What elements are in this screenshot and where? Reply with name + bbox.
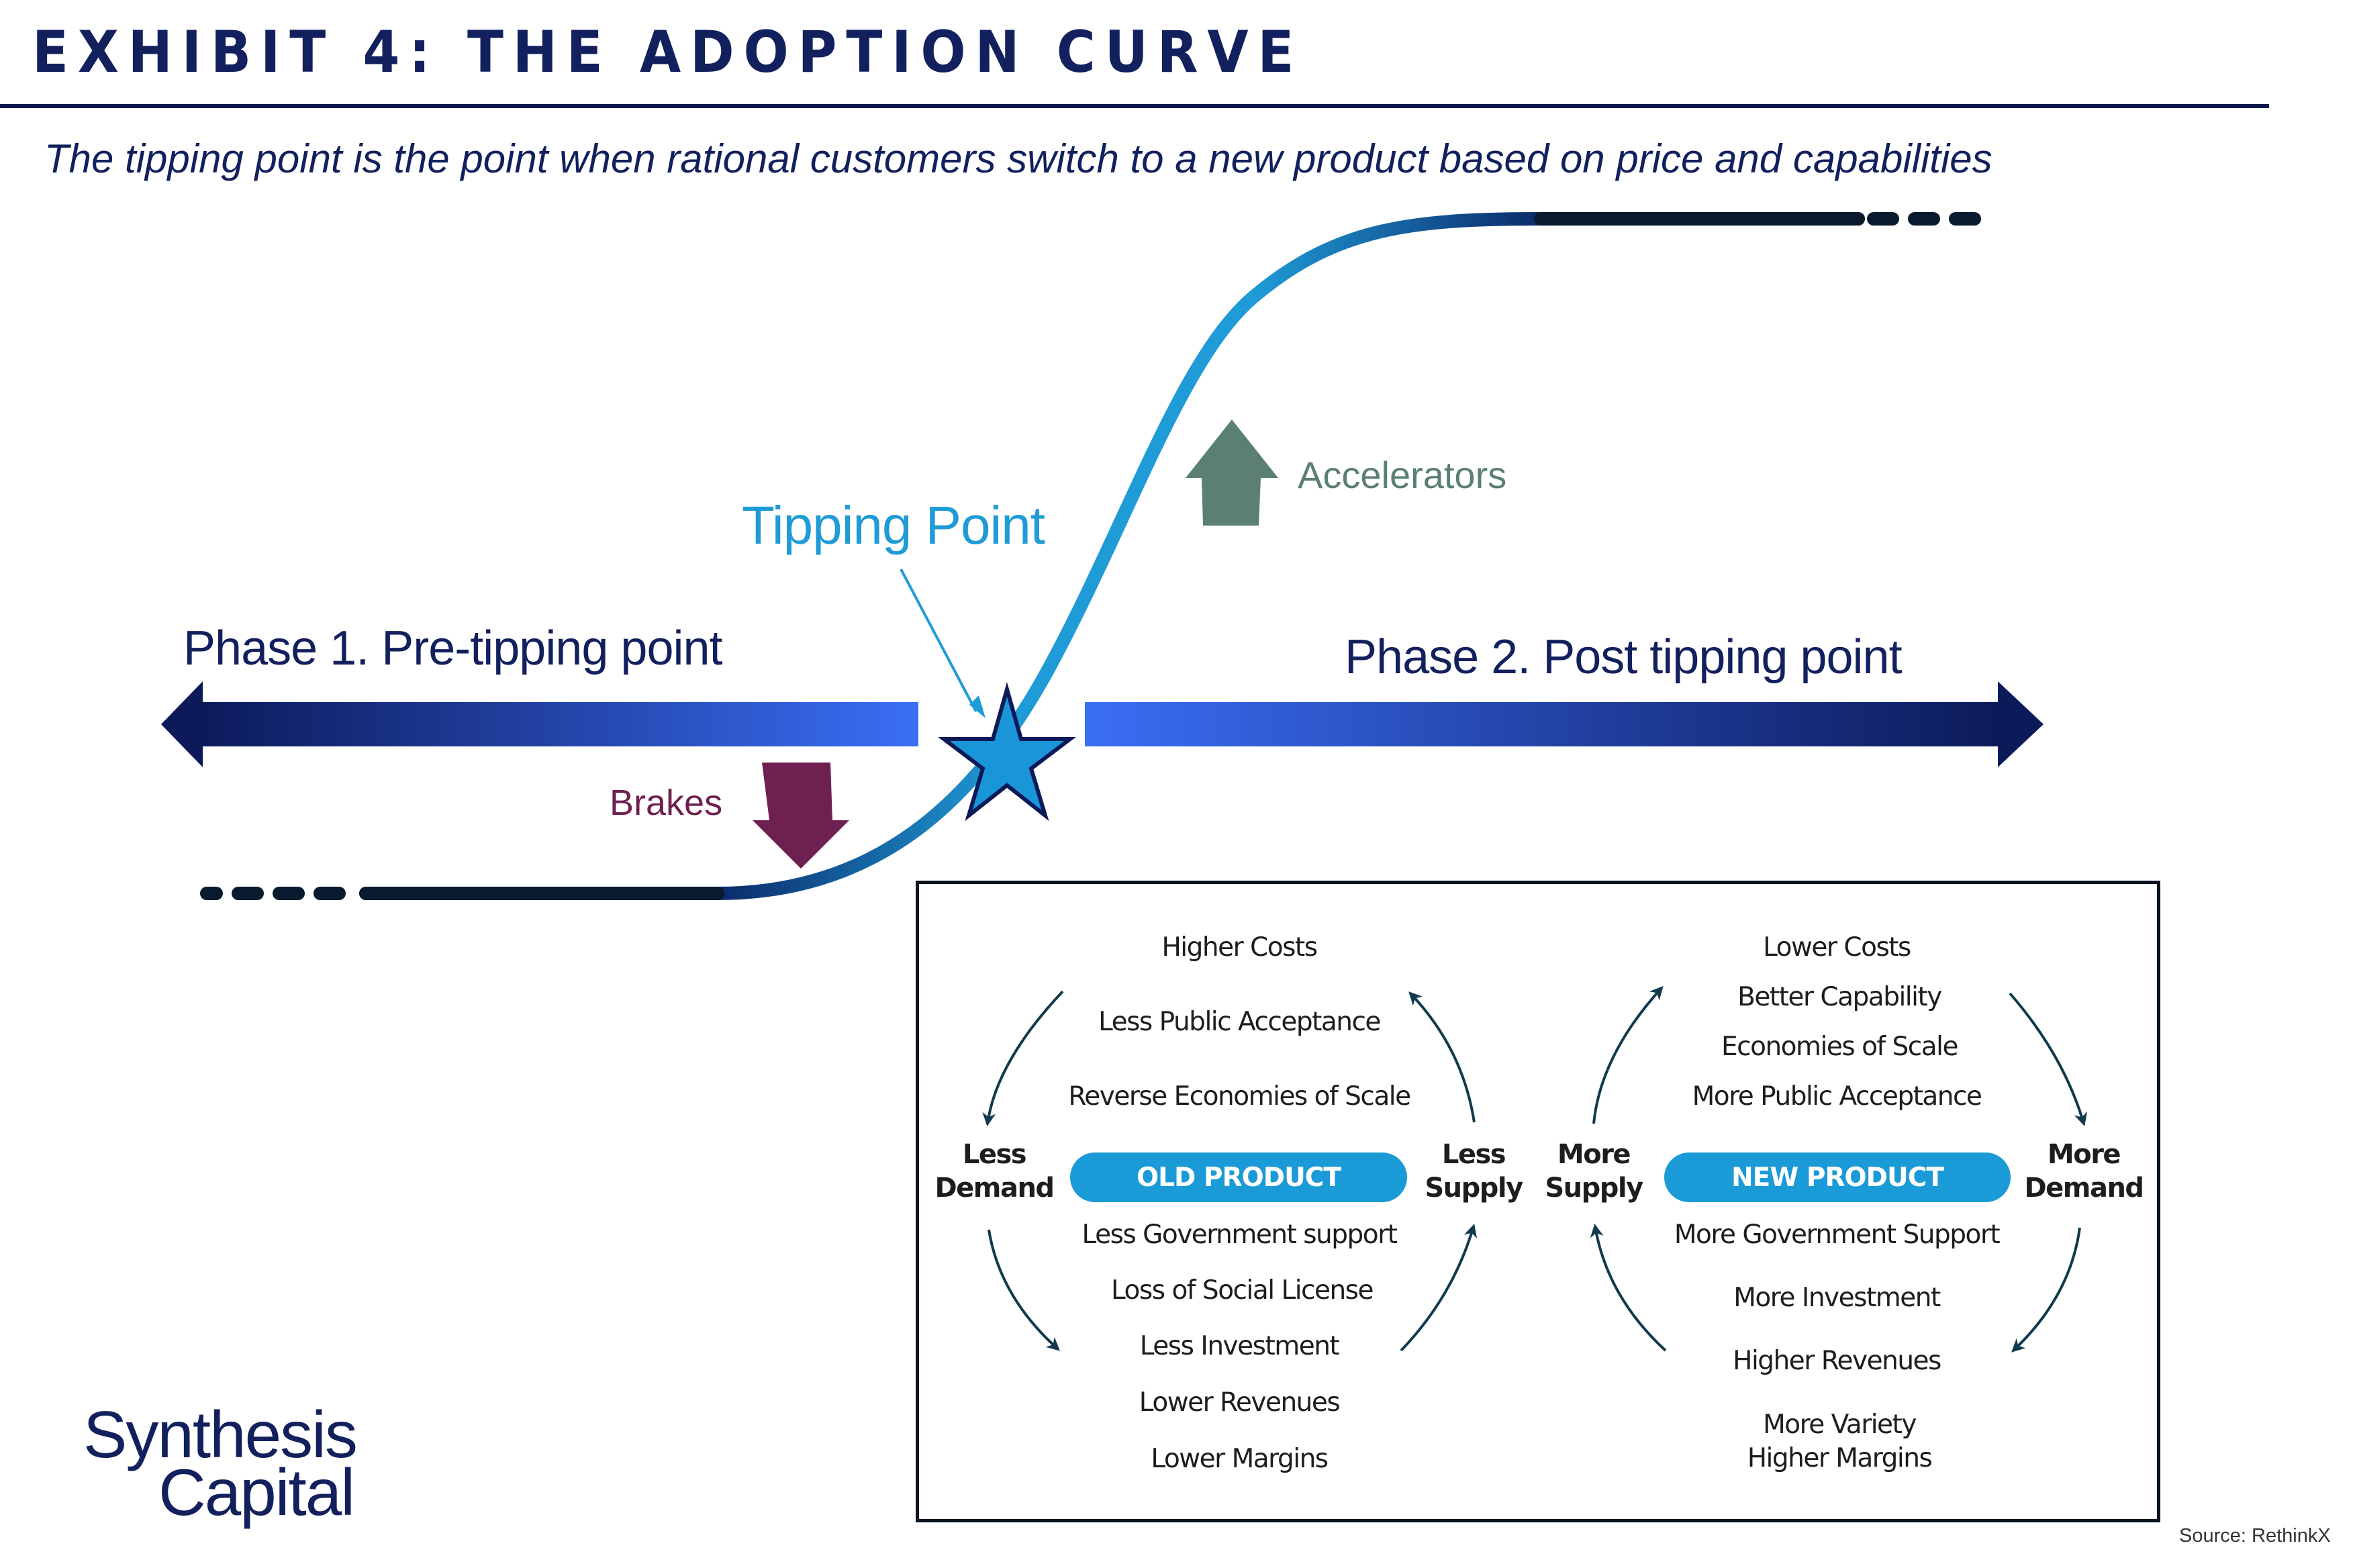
new-left-label: More Supply	[1545, 1138, 1643, 1205]
old-left-label-line1: Less	[962, 1139, 1027, 1170]
old-top-item: Reverse Economies of Scale	[1068, 1081, 1411, 1112]
new-right-label: More Demand	[2024, 1138, 2144, 1205]
page-title: EXHIBIT 4: THE ADOPTION CURVE	[32, 19, 1304, 86]
arrow-up-icon	[1186, 420, 1278, 526]
brakes-label: Brakes	[610, 783, 723, 823]
tipping-point-label: Tipping Point	[742, 495, 1045, 555]
old-bottom-item: Less Investment	[1139, 1331, 1340, 1361]
star-icon	[938, 682, 1076, 822]
old-bottom-item: Lower Revenues	[1139, 1387, 1341, 1418]
old-bottom-item: Lower Margins	[1151, 1444, 1329, 1474]
new-left-label-line1: More	[1557, 1139, 1631, 1170]
new-product-pill: NEW PRODUCT	[1664, 1153, 2011, 1202]
phase2-label: Phase 2. Post tipping point	[1345, 630, 1903, 684]
accelerators-label: Accelerators	[1298, 454, 1507, 496]
old-right-label-line1: Less	[1441, 1139, 1506, 1170]
logo-line1: Synthesis	[83, 1398, 358, 1471]
new-bottom-item: More Investment	[1733, 1283, 1941, 1313]
cycle-comparison-box: Higher Costs Less Public Acceptance Reve…	[916, 881, 2160, 1522]
tipping-pointer-arrow	[900, 569, 986, 718]
arrow-right-icon	[1085, 681, 2044, 767]
old-right-label: Less Supply	[1425, 1138, 1523, 1205]
old-arrow-bottom-right	[1400, 1224, 1478, 1352]
logo-line2: Capital	[158, 1455, 355, 1529]
new-top-item: Lower Costs	[1763, 932, 1911, 963]
title-divider	[0, 104, 2269, 108]
old-bottom-item: Less Government support	[1082, 1220, 1398, 1250]
new-bottom-item: More Variety	[1763, 1410, 1917, 1440]
phase1-label: Phase 1. Pre-tipping point	[183, 622, 723, 675]
new-arrow-top-right	[2009, 992, 2088, 1126]
old-top-item: Higher Costs	[1161, 932, 1318, 963]
new-top-item: More Public Acceptance	[1692, 1081, 1982, 1112]
old-left-label: Less Demand	[934, 1138, 1055, 1205]
new-arrow-bottom-left	[1590, 1224, 1667, 1352]
cycle-arrows	[982, 986, 2088, 1353]
new-bottom-item: Higher Revenues	[1733, 1346, 1941, 1376]
new-left-label-line2: Supply	[1545, 1173, 1643, 1204]
new-arrow-top-left	[1592, 986, 1664, 1124]
old-top-item: Less Public Acceptance	[1098, 1007, 1381, 1037]
new-arrow-bottom-right	[2011, 1227, 2081, 1353]
new-right-label-line1: More	[2047, 1139, 2121, 1170]
new-top-item: Better Capability	[1737, 982, 1942, 1012]
old-arrow-bottom-left	[988, 1229, 1060, 1351]
new-right-label-line2: Demand	[2024, 1173, 2144, 1204]
arrow-down-icon	[753, 763, 849, 869]
new-top-item: Economies of Scale	[1721, 1032, 1958, 1062]
source-note: Source: RethinkX	[2179, 1525, 2331, 1547]
old-bottom-item: Loss of Social License	[1111, 1275, 1374, 1306]
arrow-left-icon	[161, 681, 918, 767]
old-right-label-line2: Supply	[1425, 1173, 1523, 1204]
old-product-pill: OLD PRODUCT	[1070, 1153, 1407, 1202]
curve-right-dashes	[1867, 212, 1981, 226]
subtitle: The tipping point is the point when rati…	[44, 136, 1992, 181]
new-bottom-item: More Government Support	[1674, 1220, 2001, 1250]
adoption-curve	[359, 212, 1865, 900]
old-arrow-top-right	[1408, 991, 1476, 1123]
synthesis-capital-logo: Synthesis Capital	[83, 1398, 358, 1529]
old-arrow-top-left	[982, 990, 1064, 1126]
new-bottom-item: Higher Margins	[1747, 1443, 1933, 1473]
curve-left-dashes	[200, 887, 346, 900]
old-left-label-line2: Demand	[934, 1173, 1055, 1204]
